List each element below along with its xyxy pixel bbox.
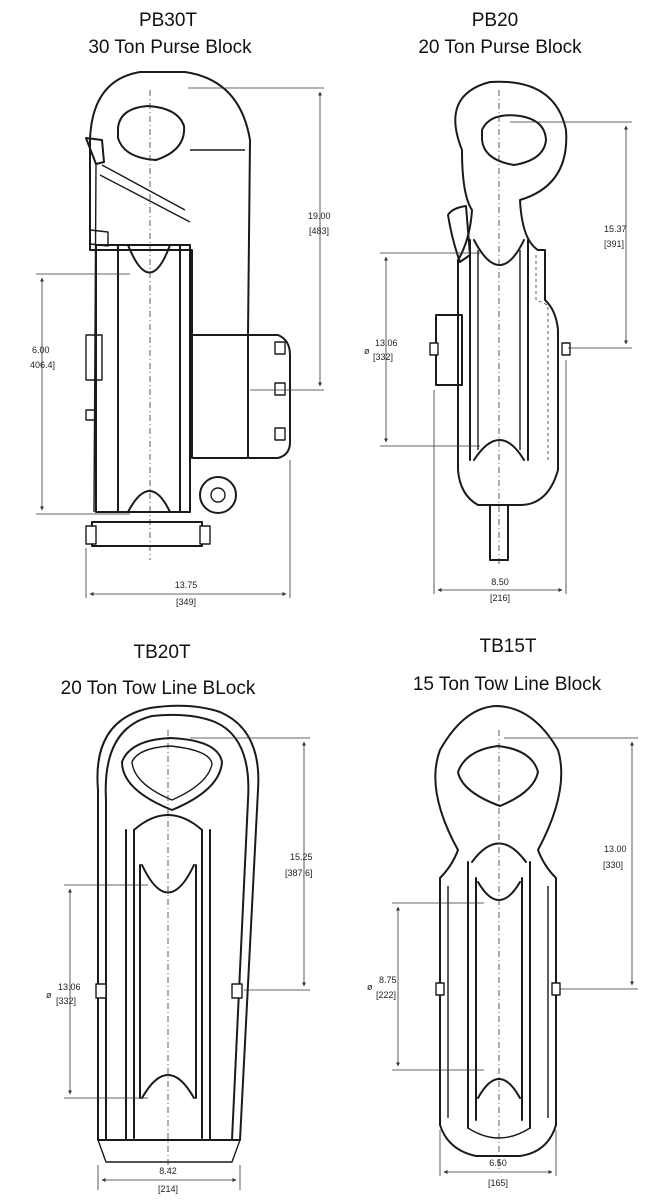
- pb30t-code: PB30T: [139, 10, 197, 31]
- svg-text:[332]: [332]: [56, 996, 76, 1006]
- svg-text:8.75: 8.75: [379, 975, 397, 985]
- tb15t-panel: TB15T 15 Ton Tow Line Block 13.00 [330]: [367, 636, 638, 1188]
- svg-text:8.42: 8.42: [159, 1166, 177, 1176]
- svg-text:[214]: [214]: [158, 1184, 178, 1194]
- tb15t-name: 15 Ton Tow Line Block: [413, 674, 602, 695]
- tb15t-dim-width: 6.50 [165]: [439, 1130, 557, 1188]
- pb30t-name: 30 Ton Purse Block: [88, 37, 252, 58]
- tb20t-drawing: [95, 704, 260, 1170]
- tb20t-panel: TB20T 20 Ton Tow Line BLock 15.25: [46, 642, 313, 1194]
- pb20-dim-width: 8.50 [216]: [433, 360, 567, 603]
- pb20-panel: PB20 20 Ton Purse Block 15: [364, 10, 632, 603]
- tb15t-code: TB15T: [479, 636, 536, 657]
- pb30t-dim-width: 13.75 [349]: [85, 460, 291, 607]
- svg-text:ø: ø: [46, 990, 52, 1000]
- svg-text:13.06: 13.06: [58, 982, 81, 992]
- tb20t-name: 20 Ton Tow Line BLock: [61, 678, 256, 699]
- svg-text:[387,6]: [387,6]: [285, 868, 313, 878]
- svg-text:[332]: [332]: [373, 352, 393, 362]
- pb30t-drawing: [85, 71, 291, 560]
- svg-text:[222]: [222]: [376, 990, 396, 1000]
- svg-text:6.50: 6.50: [489, 1158, 507, 1168]
- pb20-dim-height: 15.37 [391]: [510, 121, 632, 349]
- pb20-drawing: [429, 80, 571, 565]
- svg-text:[330]: [330]: [603, 860, 623, 870]
- svg-text:13.00: 13.00: [604, 844, 627, 854]
- svg-text:6.00: 6.00: [32, 345, 50, 355]
- svg-text:[391]: [391]: [604, 239, 624, 249]
- pb30t-panel: PB30T 30 Ton Purse Block: [30, 10, 331, 607]
- tb20t-dim-sheave: ø 13.06 [332]: [46, 884, 148, 1099]
- svg-text:406.4]: 406.4]: [30, 360, 55, 370]
- svg-text:[216]: [216]: [490, 593, 510, 603]
- svg-text:15.25: 15.25: [290, 852, 313, 862]
- pb20-code: PB20: [472, 10, 518, 31]
- pb30t-dim-sheave: 6.00 406.4]: [30, 273, 130, 515]
- pb30t-dim-height: 19.00 [483]: [188, 87, 331, 391]
- svg-text:19.00: 19.00: [308, 211, 331, 221]
- tb20t-dim-height: 15.25 [387,6]: [190, 737, 313, 991]
- tb15t-drawing: [434, 705, 563, 1170]
- tb15t-dim-height: 13.00 [330]: [504, 737, 638, 990]
- svg-text:ø: ø: [364, 346, 370, 356]
- svg-text:[349]: [349]: [176, 597, 196, 607]
- svg-text:15.37: 15.37: [604, 224, 627, 234]
- pb20-name: 20 Ton Purse Block: [418, 37, 582, 58]
- svg-text:[165]: [165]: [488, 1178, 508, 1188]
- pb20-dim-sheave: ø 13.06 [332]: [364, 252, 480, 447]
- svg-text:13.75: 13.75: [175, 580, 198, 590]
- tb20t-code: TB20T: [133, 642, 190, 663]
- svg-text:13.06: 13.06: [375, 338, 398, 348]
- svg-text:[483]: [483]: [309, 226, 329, 236]
- svg-text:ø: ø: [367, 982, 373, 992]
- svg-text:8.50: 8.50: [491, 577, 509, 587]
- tb20t-dim-width: 8.42 [214]: [97, 1165, 241, 1194]
- tb15t-dim-sheave: ø 8.75 [222]: [367, 902, 484, 1071]
